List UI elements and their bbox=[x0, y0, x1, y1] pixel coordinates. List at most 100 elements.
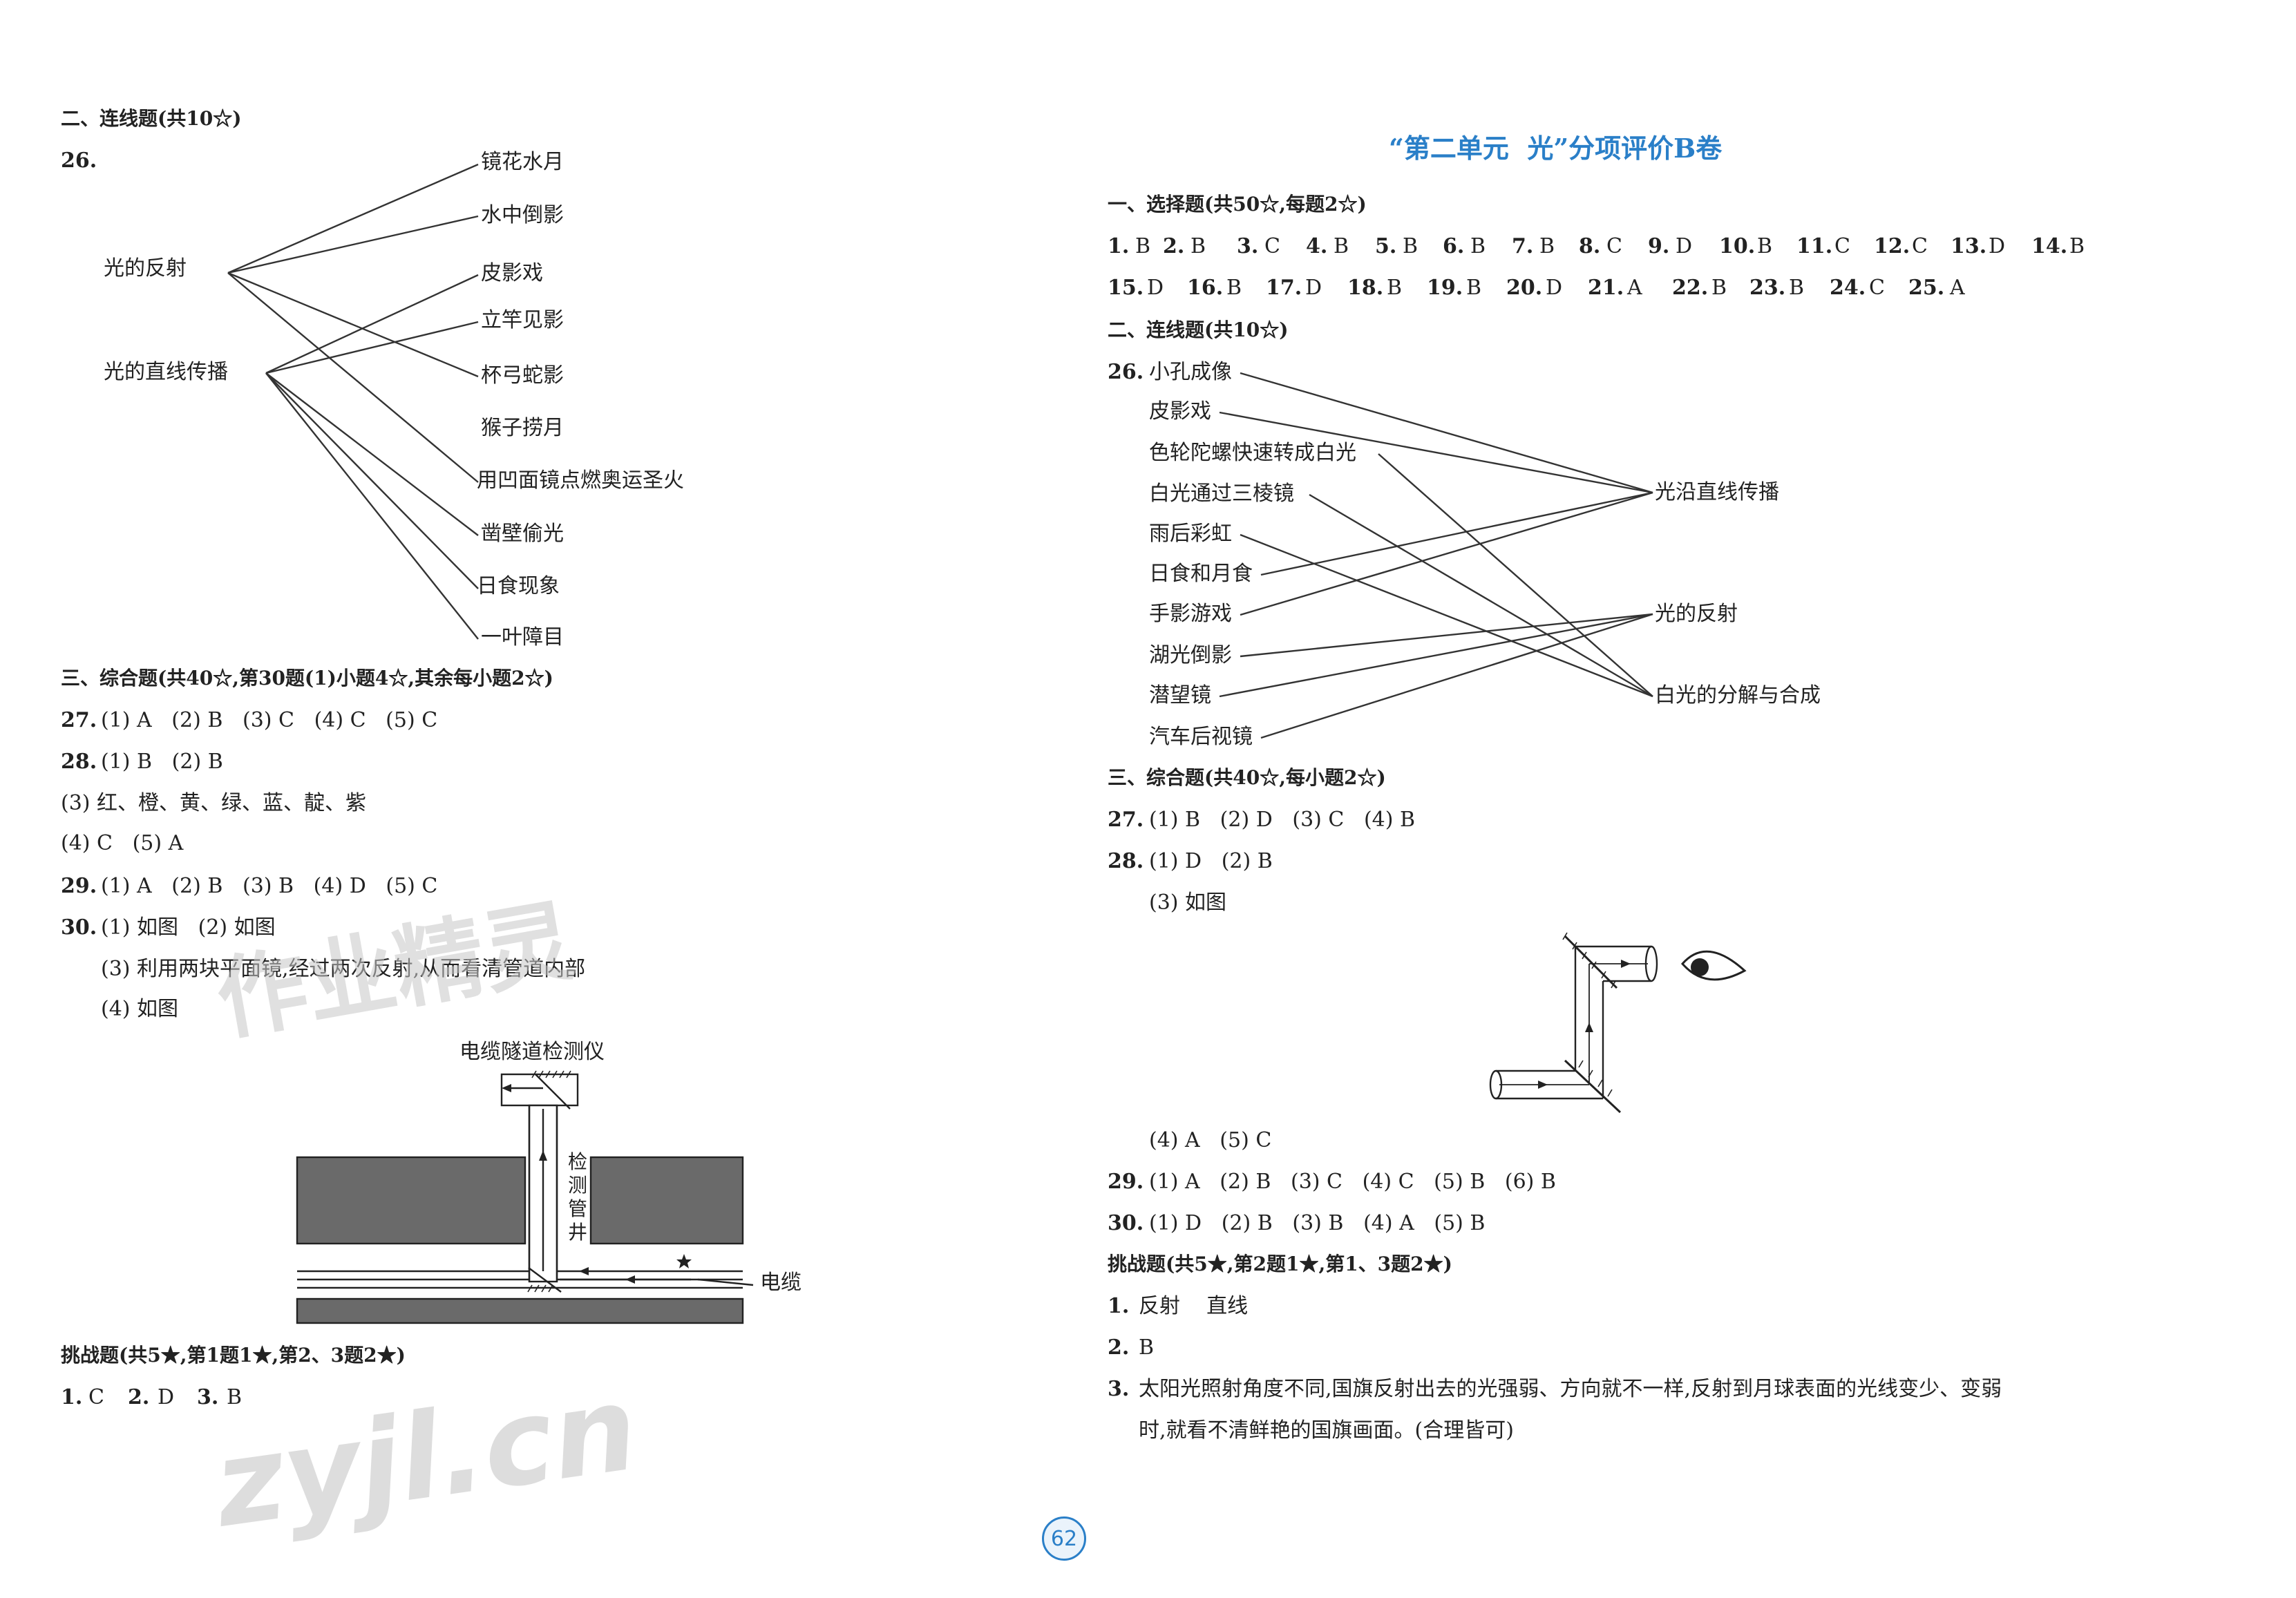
left-q30-number: 30. bbox=[61, 915, 97, 940]
right-item-2: 水中倒影 bbox=[481, 203, 564, 227]
mc-number: 19. bbox=[1427, 276, 1463, 300]
mc-answer: D bbox=[1989, 234, 2006, 258]
right-ch3-answer-line2: 时,就看不清鲜艳的国旗画面。(合理皆可) bbox=[1139, 1418, 1514, 1443]
right-q28-part3: (3) 如图 bbox=[1149, 891, 1227, 915]
figure-well-char-1: 检 bbox=[568, 1150, 588, 1173]
right-item-1: 镜花水月 bbox=[481, 150, 564, 174]
mc-number: 15. bbox=[1108, 276, 1144, 300]
right-item-8: 凿壁偷光 bbox=[481, 522, 564, 546]
left-section3-heading: 三、综合题(共40☆,第30题(1)小题4☆,其余每小题2☆) bbox=[61, 667, 553, 689]
right-q26-number: 26. bbox=[1108, 360, 1144, 384]
mc-number: 16. bbox=[1187, 276, 1224, 300]
left-section2-heading: 二、连线题(共10☆) bbox=[61, 107, 242, 130]
mc-number: 12. bbox=[1874, 234, 1910, 258]
right-q29-number: 29. bbox=[1108, 1170, 1144, 1194]
mc-number: 10. bbox=[1719, 234, 1756, 258]
mc-answer: B bbox=[1403, 234, 1419, 258]
mc-number: 7. bbox=[1512, 234, 1534, 258]
mc-number: 22. bbox=[1672, 276, 1709, 300]
left-q30-part3: (3) 利用两块平面镜,经过两次反射,从而看清管道内部 bbox=[101, 957, 586, 981]
mc-answer: C bbox=[1912, 234, 1928, 258]
right-challenge-heading: 挑战题(共5★,第2题1★,第1、3题2★) bbox=[1108, 1253, 1452, 1275]
left-q27-answers: (1) A (2) B (3) C (4) C (5) C bbox=[101, 708, 438, 732]
mc-number: 3. bbox=[1237, 234, 1259, 258]
mc-answer: D bbox=[1676, 234, 1693, 258]
mc-answer: B bbox=[1789, 276, 1805, 300]
match-left-item-10: 汽车后视镜 bbox=[1149, 725, 1253, 749]
left-q26-number: 26. bbox=[61, 149, 97, 173]
page-number: 62 bbox=[1042, 1516, 1086, 1561]
left-q30-part4: (4) 如图 bbox=[101, 997, 179, 1021]
match-left-item-1: 小孔成像 bbox=[1149, 360, 1232, 384]
mc-answer: B bbox=[1539, 234, 1555, 258]
match-left-item-8: 湖光倒影 bbox=[1149, 643, 1232, 667]
mc-number: 1. bbox=[1108, 234, 1130, 258]
match-left-item-7: 手影游戏 bbox=[1149, 602, 1232, 626]
mc-number: 8. bbox=[1579, 234, 1601, 258]
page-title: “第二单元 光”分项评价B卷 bbox=[1389, 133, 1723, 164]
figure-label-detector: 电缆隧道检测仪 bbox=[459, 1040, 605, 1064]
mc-number: 17. bbox=[1266, 276, 1302, 300]
right-q27-answers: (1) B (2) D (3) C (4) B bbox=[1149, 808, 1416, 832]
right-item-9: 日食现象 bbox=[477, 574, 560, 598]
right-q28-answers: (1) D (2) B bbox=[1149, 849, 1273, 873]
right-q29-answers: (1) A (2) B (3) C (4) C (5) B (6) B bbox=[1149, 1170, 1556, 1194]
left-ch1-number: 1. bbox=[61, 1385, 83, 1409]
mc-answer: B bbox=[1190, 234, 1206, 258]
figure-label-cable: 电缆 bbox=[760, 1271, 801, 1295]
figure-well-char-4: 井 bbox=[568, 1221, 588, 1244]
mc-number: 5. bbox=[1375, 234, 1397, 258]
mc-answer: C bbox=[1606, 234, 1622, 258]
mc-answer: C bbox=[1869, 276, 1885, 300]
mc-answer: D bbox=[1546, 276, 1563, 300]
left-ch1-answer: C bbox=[88, 1385, 104, 1409]
right-q30-answers: (1) D (2) B (3) B (4) A (5) B bbox=[1149, 1211, 1486, 1235]
match-left-item-9: 潜望镜 bbox=[1149, 683, 1211, 707]
right-ch1-number: 1. bbox=[1108, 1294, 1130, 1318]
right-q28-part4: (4) A (5) C bbox=[1149, 1128, 1272, 1152]
match-left-item-4: 白光通过三棱镜 bbox=[1149, 482, 1294, 506]
mc-answer: B bbox=[1711, 276, 1727, 300]
right-ch3-number: 3. bbox=[1108, 1377, 1130, 1401]
left-q29-number: 29. bbox=[61, 874, 97, 898]
mc-number: 11. bbox=[1796, 234, 1833, 258]
left-q29-answers: (1) A (2) B (3) B (4) D (5) C bbox=[101, 874, 438, 898]
mc-answer: B bbox=[1226, 276, 1242, 300]
match-right-dispersion: 白光的分解与合成 bbox=[1655, 683, 1821, 707]
right-q28-number: 28. bbox=[1108, 849, 1144, 873]
right-ch2-number: 2. bbox=[1108, 1335, 1130, 1360]
mc-answer: C bbox=[1834, 234, 1850, 258]
mc-answer: B bbox=[1387, 276, 1403, 300]
match-left-item-5: 雨后彩虹 bbox=[1149, 522, 1232, 546]
match-left-item-2: 皮影戏 bbox=[1149, 399, 1211, 424]
mc-answer: B bbox=[1334, 234, 1349, 258]
match-right-reflection: 光的反射 bbox=[1655, 602, 1738, 626]
mc-answer: B bbox=[2069, 234, 2085, 258]
right-item-6: 猴子捞月 bbox=[481, 416, 564, 440]
left-item-straight-line: 光的直线传播 bbox=[104, 360, 228, 384]
match-right-straight-line: 光沿直线传播 bbox=[1655, 480, 1779, 504]
right-ch2-answer: B bbox=[1139, 1335, 1155, 1360]
right-section3-heading: 三、综合题(共40☆,每小题2☆) bbox=[1108, 766, 1386, 789]
left-q28-part4: (4) C (5) A bbox=[61, 831, 184, 855]
right-item-5: 杯弓蛇影 bbox=[481, 363, 564, 388]
mc-answer: A bbox=[1627, 276, 1642, 300]
mc-number: 6. bbox=[1443, 234, 1465, 258]
mc-answer: C bbox=[1264, 234, 1280, 258]
mc-number: 14. bbox=[2031, 234, 2068, 258]
left-q28-answers: (1) B (2) B bbox=[101, 750, 223, 774]
mc-answer: D bbox=[1305, 276, 1322, 300]
mc-answer: D bbox=[1147, 276, 1164, 300]
right-q27-number: 27. bbox=[1108, 808, 1144, 832]
mc-answer: B bbox=[1135, 234, 1151, 258]
mc-number: 9. bbox=[1648, 234, 1670, 258]
mc-number: 2. bbox=[1163, 234, 1185, 258]
figure-well-char-2: 测 bbox=[568, 1174, 588, 1197]
left-q28-number: 28. bbox=[61, 750, 97, 774]
right-item-4: 立竿见影 bbox=[481, 308, 564, 332]
mc-number: 24. bbox=[1830, 276, 1866, 300]
mc-answer: B bbox=[1757, 234, 1773, 258]
